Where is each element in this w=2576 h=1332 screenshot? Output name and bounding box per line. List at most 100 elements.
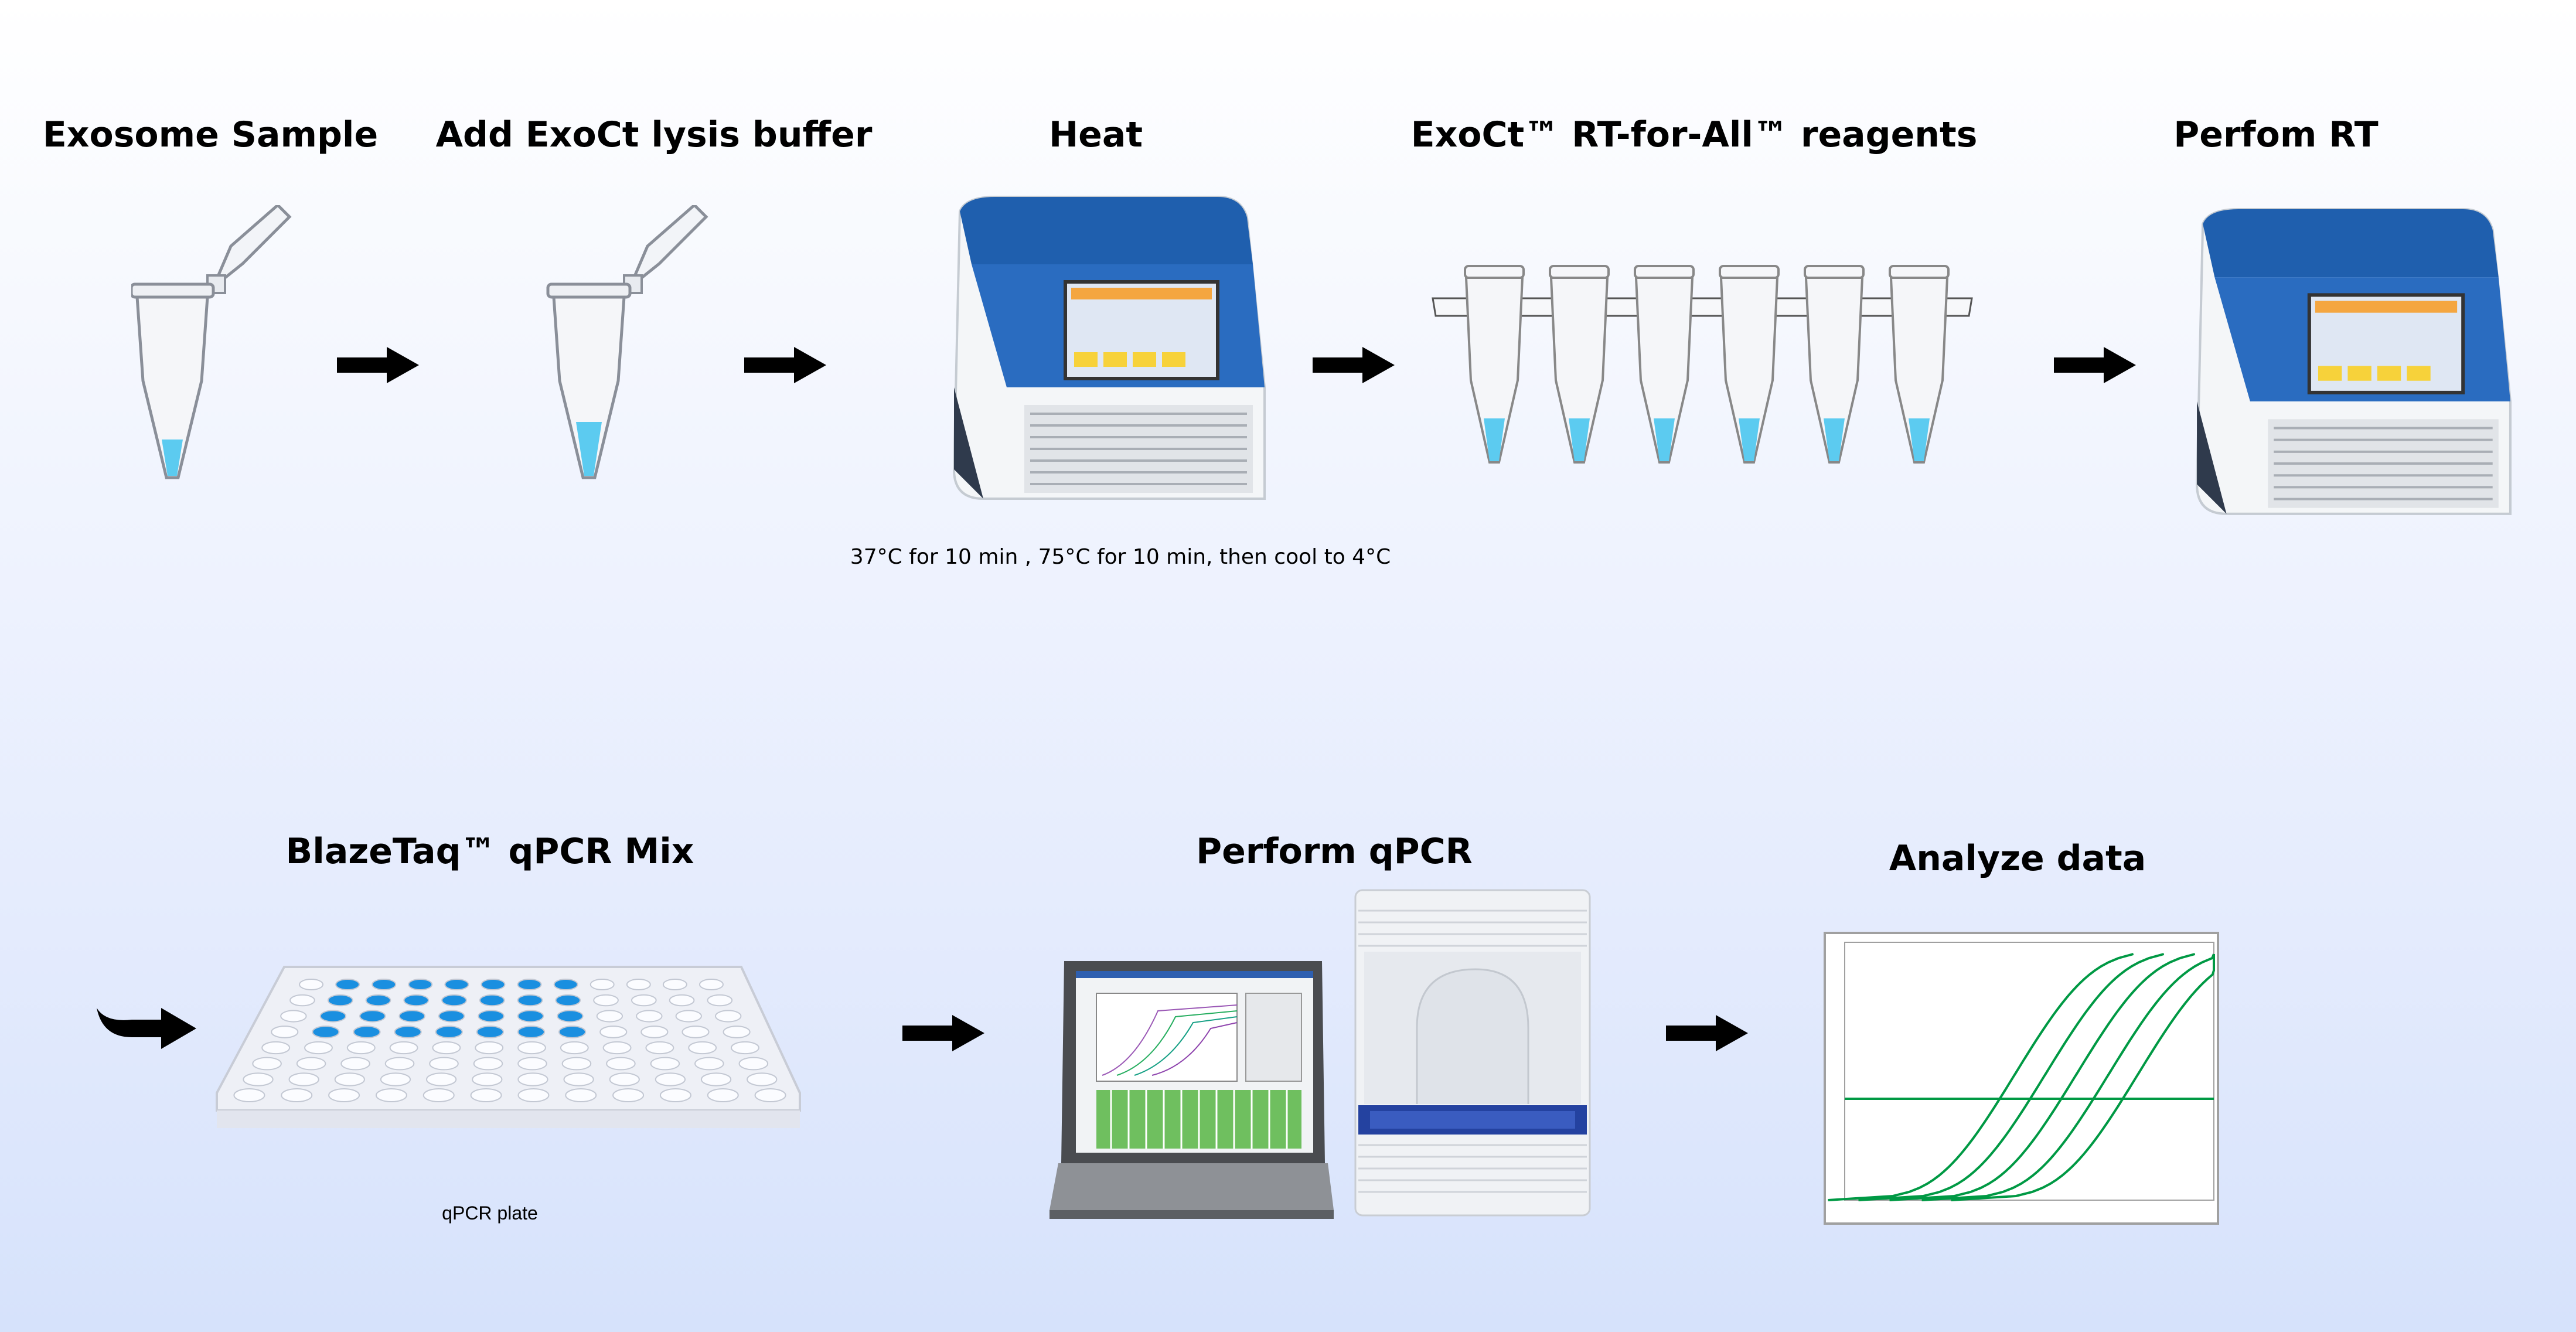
empty-well xyxy=(233,1088,265,1102)
step-title-heat: Heat xyxy=(1048,114,1143,155)
amplification-curve xyxy=(1921,953,2215,1201)
filled-well xyxy=(394,1026,422,1038)
empty-well xyxy=(560,1041,589,1055)
filled-well xyxy=(408,979,433,990)
thermocycler-icon xyxy=(2196,208,2512,515)
empty-well xyxy=(738,1057,769,1071)
thermocycler-icon xyxy=(952,196,1266,500)
filled-well xyxy=(553,979,578,990)
empty-well xyxy=(593,994,619,1007)
laptop-icon xyxy=(1050,961,1334,1219)
empty-well xyxy=(380,1072,411,1086)
empty-well xyxy=(289,994,315,1007)
empty-well xyxy=(747,1072,778,1086)
filled-well xyxy=(557,1010,584,1023)
empty-well xyxy=(384,1057,415,1071)
qpcr-plate-icon xyxy=(216,966,801,1128)
arrow-right-icon xyxy=(902,1015,984,1051)
qpcr-machine-icon xyxy=(1354,889,1591,1217)
empty-well xyxy=(304,1041,333,1055)
empty-well xyxy=(655,1072,686,1086)
step-title-lysis-buffer: Add ExoCt lysis buffer xyxy=(435,114,873,155)
empty-well xyxy=(640,1026,669,1038)
arrow-right-icon xyxy=(744,347,826,383)
filled-well xyxy=(558,1026,587,1038)
empty-well xyxy=(612,1088,645,1102)
empty-well xyxy=(346,1041,376,1055)
step-title-perform-qpcr: Perform qPCR xyxy=(1196,831,1473,872)
empty-well xyxy=(252,1057,282,1071)
empty-well xyxy=(707,1088,739,1102)
filled-well xyxy=(353,1026,381,1038)
empty-well xyxy=(561,1057,592,1071)
filled-well xyxy=(481,979,506,990)
empty-well xyxy=(609,1072,640,1086)
empty-well xyxy=(688,1041,717,1055)
filled-well xyxy=(365,994,391,1007)
empty-well xyxy=(271,1026,299,1038)
filled-well xyxy=(478,1010,505,1023)
amplification-curve xyxy=(1951,954,2215,1201)
empty-well xyxy=(631,994,657,1007)
filled-well xyxy=(335,979,360,990)
empty-well xyxy=(602,1041,632,1055)
empty-well xyxy=(432,1041,461,1055)
empty-well xyxy=(422,1088,455,1102)
empty-well xyxy=(296,1057,326,1071)
step-title-analyze-data: Analyze data xyxy=(1889,838,2146,879)
arrow-right-icon xyxy=(2054,347,2136,383)
empty-well xyxy=(707,994,733,1007)
empty-well xyxy=(694,1057,724,1071)
filled-well xyxy=(555,994,581,1007)
empty-well xyxy=(299,979,324,990)
empty-well xyxy=(334,1072,365,1086)
curved-arrow-icon xyxy=(97,1008,196,1049)
amplification-curve xyxy=(1828,953,2134,1201)
empty-well xyxy=(626,979,651,990)
filled-well xyxy=(517,979,542,990)
arrow-right-icon xyxy=(1666,1015,1748,1051)
heat-caption: 37°C for 10 min , 75°C for 10 min, then … xyxy=(850,545,1391,569)
filled-well xyxy=(438,1010,465,1023)
filled-well xyxy=(327,994,353,1007)
amplification-curve xyxy=(1858,953,2165,1201)
step-title-perform-rt: Perfom RT xyxy=(2173,114,2379,155)
filled-well xyxy=(312,1026,340,1038)
strip-tubes-icon xyxy=(1432,265,1973,464)
empty-well xyxy=(563,1072,594,1086)
empty-well xyxy=(659,1088,691,1102)
filled-well xyxy=(372,979,397,990)
empty-well xyxy=(596,1010,623,1023)
empty-well xyxy=(517,1088,550,1102)
empty-well xyxy=(517,1057,547,1071)
filled-well xyxy=(444,979,469,990)
step-title-qpcr-mix: BlazeTaq™ qPCR Mix xyxy=(285,831,694,872)
empty-well xyxy=(243,1072,274,1086)
empty-well xyxy=(472,1072,503,1086)
empty-well xyxy=(470,1088,502,1102)
empty-well xyxy=(280,1010,307,1023)
arrow-right-icon xyxy=(337,347,419,383)
empty-well xyxy=(389,1041,418,1055)
empty-well xyxy=(731,1041,759,1055)
filled-well xyxy=(403,994,430,1007)
filled-well xyxy=(359,1010,386,1023)
microtube-icon xyxy=(131,205,292,479)
empty-well xyxy=(669,994,695,1007)
empty-well xyxy=(723,1026,751,1038)
amplification-curve xyxy=(1889,953,2196,1201)
filled-well xyxy=(441,994,467,1007)
empty-well xyxy=(473,1057,503,1071)
empty-well xyxy=(517,1041,546,1055)
empty-well xyxy=(288,1072,319,1086)
empty-well xyxy=(599,1026,628,1038)
microtube-icon xyxy=(546,205,708,479)
filled-well xyxy=(479,994,505,1007)
empty-well xyxy=(429,1057,459,1071)
filled-well xyxy=(517,1026,546,1038)
filled-well xyxy=(319,1010,347,1023)
empty-well xyxy=(340,1057,370,1071)
plate-caption: qPCR plate xyxy=(442,1202,538,1224)
empty-well xyxy=(698,979,724,990)
filled-well xyxy=(398,1010,425,1023)
